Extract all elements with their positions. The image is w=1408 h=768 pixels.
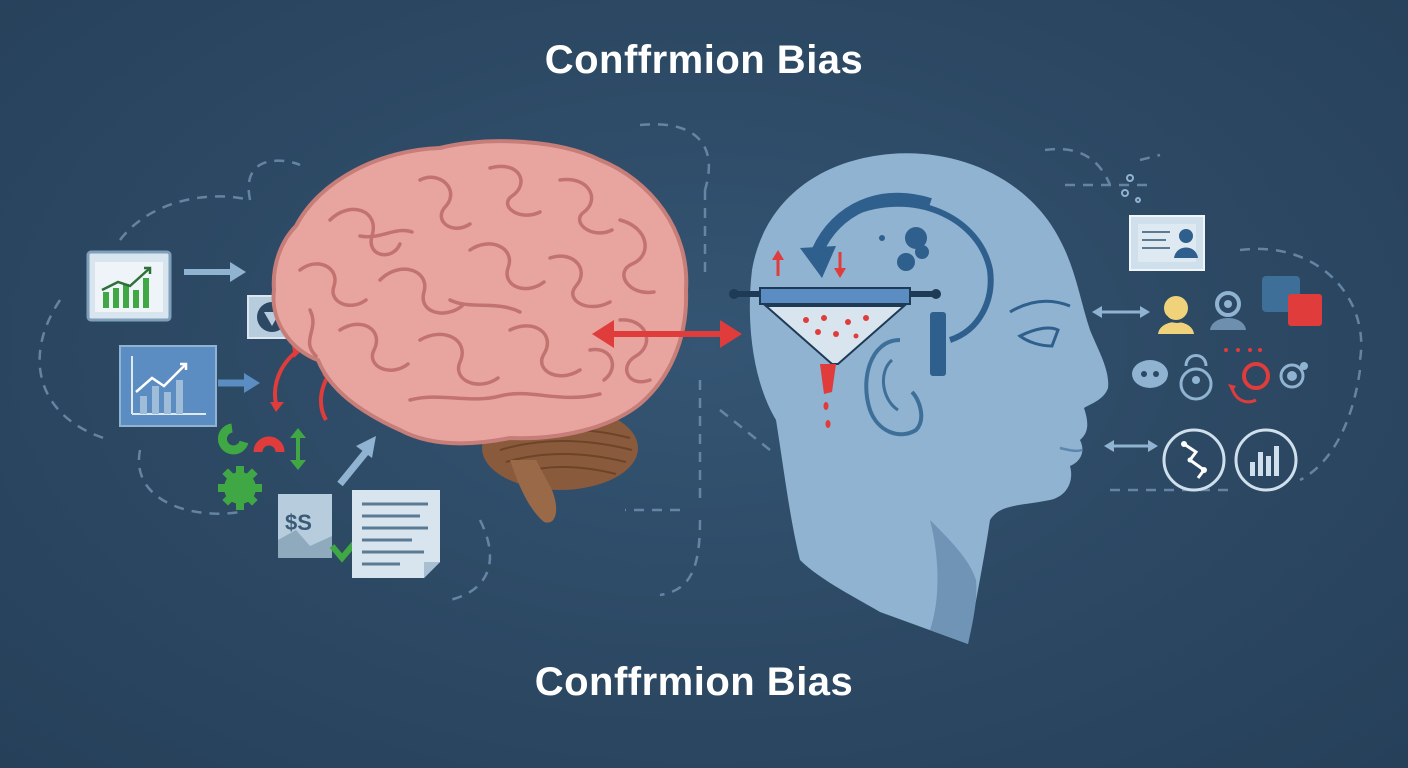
bar-chart-icon <box>119 345 217 427</box>
gear-icon <box>218 466 262 510</box>
arrow-right-icon-2 <box>218 373 260 393</box>
filter-funnel-icon <box>729 287 941 428</box>
title-bottom: Conffrmion Bias <box>534 660 854 704</box>
arrow-right-icon <box>184 262 246 282</box>
magnet-icon <box>217 423 285 455</box>
up-down-arrow-icon <box>290 428 306 470</box>
arrow-up-right-icon <box>337 436 376 487</box>
red-double-arrow-icon <box>592 320 742 348</box>
network-circle-icon <box>1162 428 1226 492</box>
red-up-down-arrows <box>772 250 846 278</box>
user-outline-icon <box>1210 291 1246 330</box>
head-profile-illustration <box>749 153 1109 644</box>
document-dollar-text: $S <box>285 510 312 535</box>
dashed-connectors <box>38 123 1363 602</box>
overlapping-squares-icon <box>1262 276 1322 326</box>
title-top: Conffrmion Bias <box>544 38 864 82</box>
text-document-icon <box>352 490 440 578</box>
id-card-icon <box>1129 215 1205 271</box>
double-arrow-icon-1 <box>1092 306 1150 318</box>
double-arrow-icon-2 <box>1104 440 1158 452</box>
brain-illustration <box>271 139 689 523</box>
refresh-cycle-icon <box>1224 348 1270 404</box>
cluster-icon <box>1279 362 1308 389</box>
analytics-circle-icon <box>1234 428 1298 492</box>
user-avatar-icon <box>1158 296 1194 334</box>
lock-icon <box>1179 354 1213 401</box>
settings-blob-icon <box>1132 360 1168 388</box>
document-icon: $S <box>278 494 332 558</box>
line-chart-icon <box>86 250 172 322</box>
decor-dots <box>1121 174 1141 203</box>
